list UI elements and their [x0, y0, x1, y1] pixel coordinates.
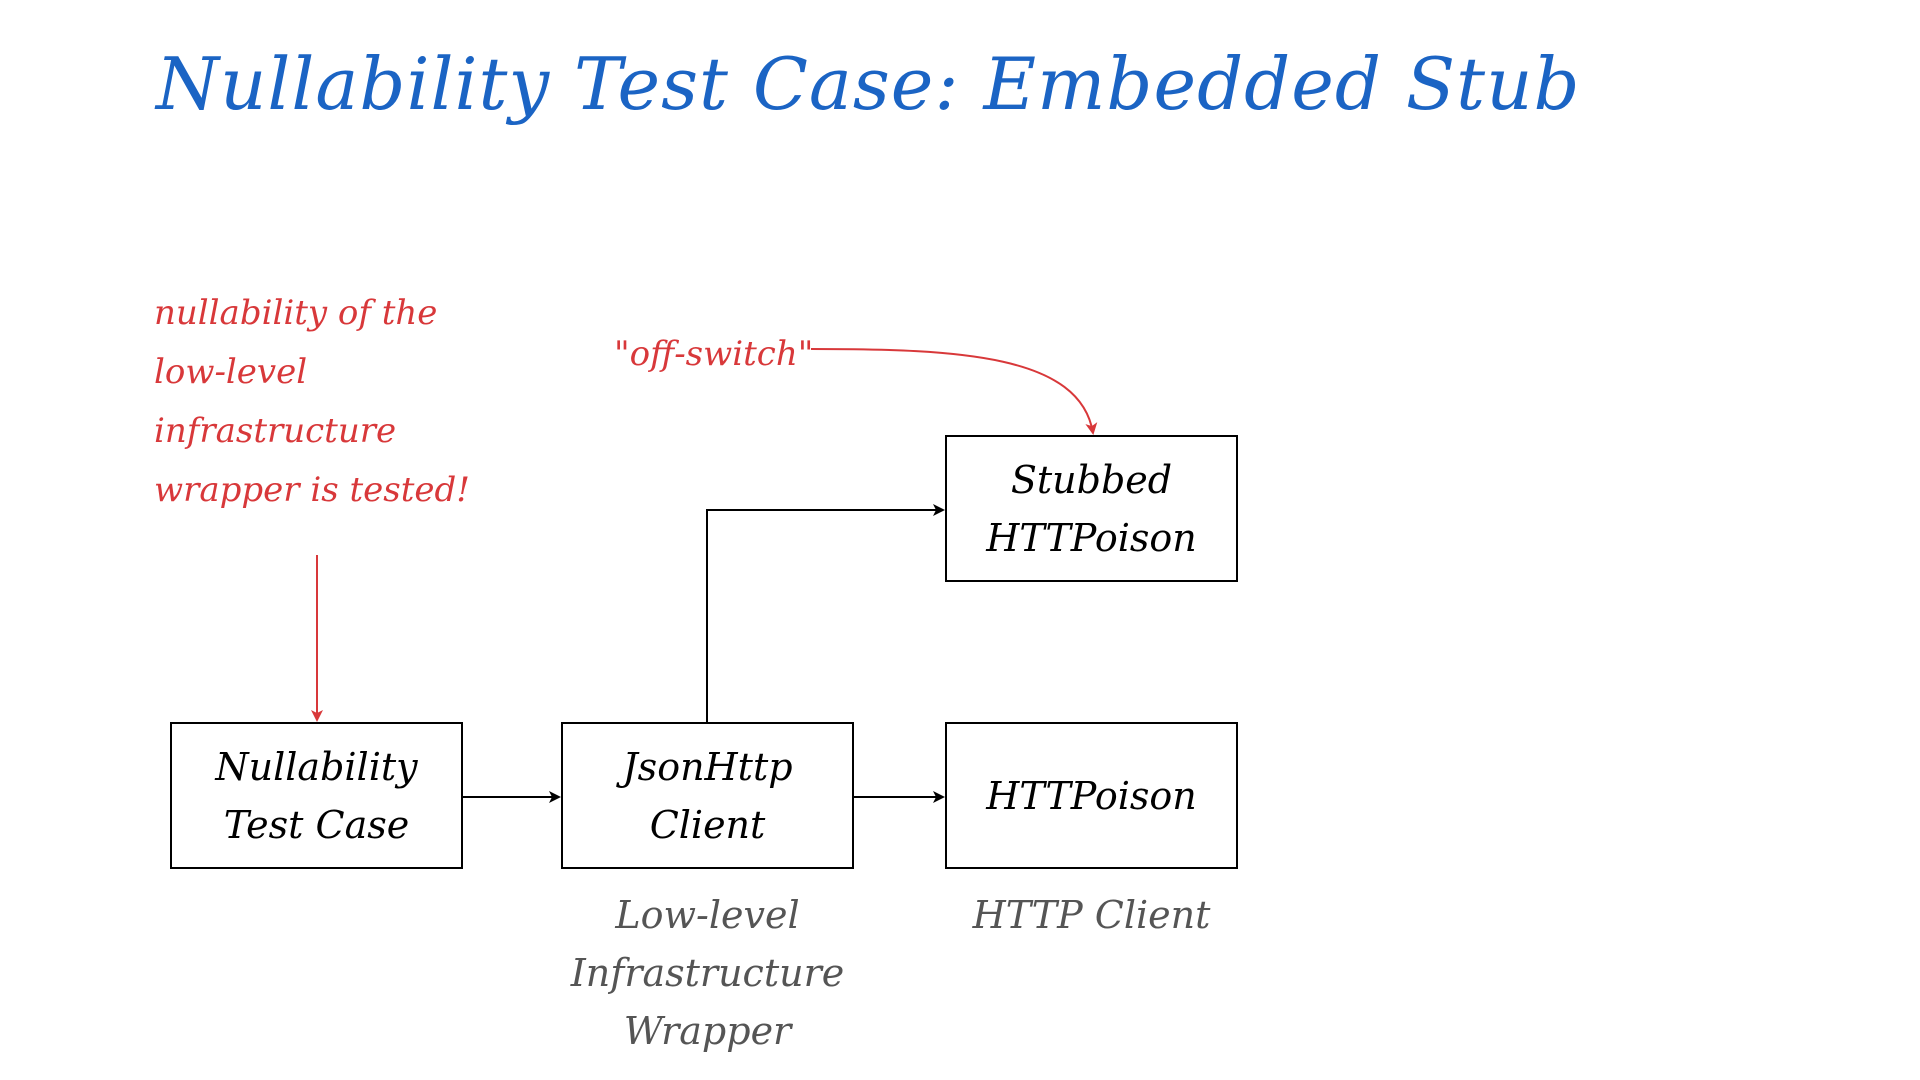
page-title: Nullability Test Case: Embedded Stub	[156, 42, 1581, 126]
wrapper-caption: Low-level Infrastructure Wrapper	[560, 886, 855, 1060]
box-label: JsonHttp	[622, 744, 793, 789]
jsonhttp-client-box: JsonHttp Client	[561, 722, 854, 869]
box-label: Nullability	[215, 744, 418, 789]
nullability-note-line: nullability of the	[154, 293, 438, 333]
caption-line: Infrastructure	[570, 951, 845, 995]
box-label: Test Case	[223, 802, 410, 847]
nullability-note: nullability of the low-level infrastruct…	[154, 284, 470, 520]
off-switch-label: "off-switch"	[614, 334, 814, 374]
arrow-jsonhttp-to-stubbed	[706, 504, 945, 722]
box-label: HTTPoison	[986, 773, 1197, 818]
stubbed-httpoison-box: Stubbed HTTPoison	[945, 435, 1238, 582]
caption-line: Low-level	[615, 893, 800, 937]
nullability-note-line: low-level	[154, 352, 308, 392]
box-label: Stubbed	[1010, 457, 1173, 502]
box-label: HTTPoison	[986, 515, 1197, 560]
httpoison-box: HTTPoison	[945, 722, 1238, 869]
nullability-note-line: infrastructure	[154, 411, 397, 451]
nullability-note-line: wrapper is tested!	[154, 470, 470, 510]
box-label: Client	[649, 802, 766, 847]
caption-line: Wrapper	[623, 1009, 792, 1053]
nullability-test-case-box: Nullability Test Case	[170, 722, 463, 869]
arrow-offswitch-to-stubbed	[810, 348, 1098, 435]
http-client-caption: HTTP Client	[972, 893, 1211, 937]
